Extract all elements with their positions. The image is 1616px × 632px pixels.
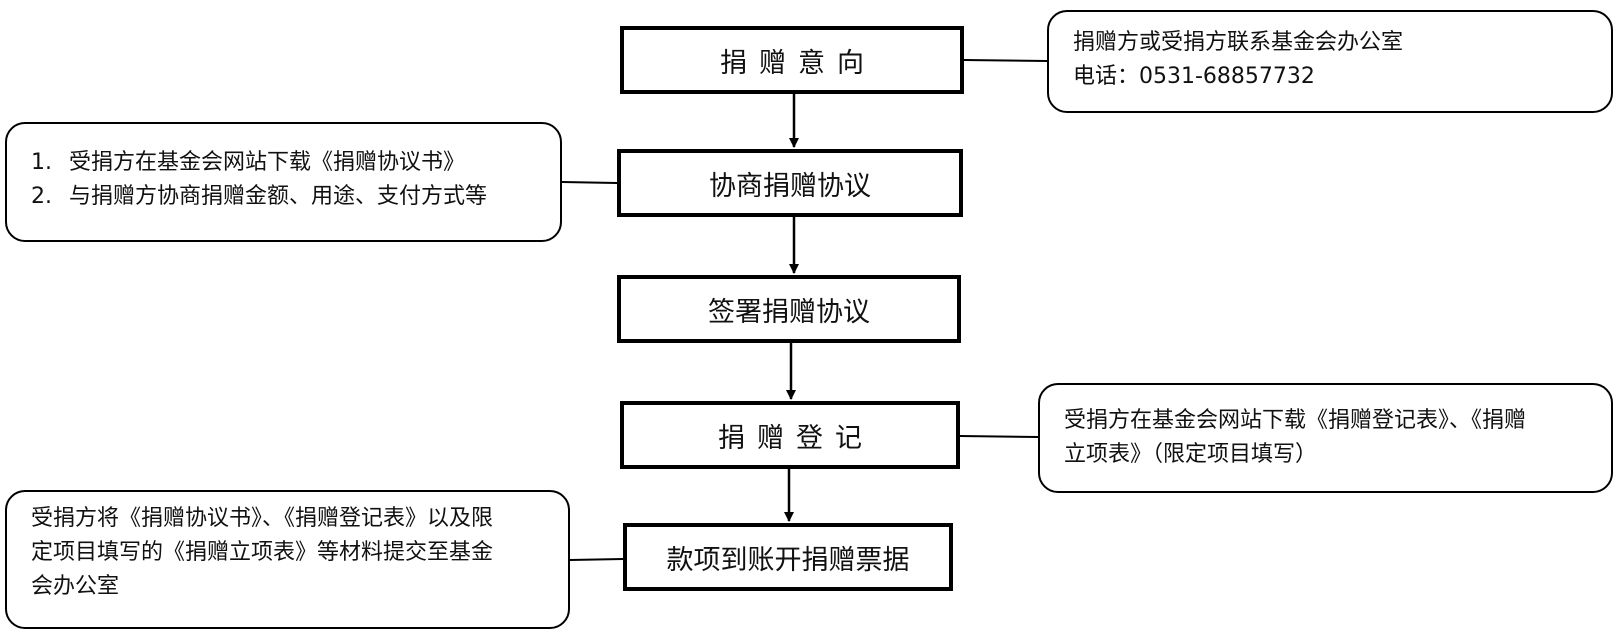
list-number: 1. [31,150,52,175]
negotiation-note: 1. 受捐方在基金会网站下载《捐赠协议书》 2. 与捐赠方协商捐赠金额、用途、支付方… [5,122,562,242]
step-label: 捐赠登记 [718,422,874,454]
list-text: 受捐方在基金会网站下载《捐赠协议书》 [69,150,466,175]
connector-step4-to-registration-note [959,435,1039,438]
step-label: 捐赠意向 [720,47,876,79]
note-line: 会办公室 [31,574,120,599]
step-donation-registration: 捐赠登记 [620,401,960,469]
note-line: 受捐方将《捐赠协议书》、《捐赠登记表》以及限 [31,506,494,531]
step-label: 签署捐赠协议 [708,296,870,328]
list-number: 2. [31,184,52,209]
note-line: 捐赠方或受捐方联系基金会办公室 [1073,30,1404,55]
step-sign-agreement: 签署捐赠协议 [617,275,961,343]
phone-line: 电话：0531-68857732 [1073,64,1315,89]
step-funds-receipt: 款项到账开捐赠票据 [623,523,953,591]
connector-submission-note-to-step5 [569,558,624,561]
step-label: 协商捐赠协议 [709,170,871,202]
list-text: 与捐赠方协商捐赠金额、用途、支付方式等 [69,184,488,209]
note-line: 立项表》（限定项目填写） [1064,442,1318,467]
submission-note: 受捐方将《捐赠协议书》、《捐赠登记表》以及限 定项目填写的《捐赠立项表》等材料提… [5,490,570,629]
note-line: 受捐方在基金会网站下载《捐赠登记表》、《捐赠 [1064,408,1527,433]
note-list-item: 1. 受捐方在基金会网站下载《捐赠协议书》 [31,146,560,180]
connector-step1-to-contact-note [963,59,1048,62]
note-line: 定项目填写的《捐赠立项表》等材料提交至基金 [31,540,494,565]
registration-note: 受捐方在基金会网站下载《捐赠登记表》、《捐赠 立项表》（限定项目填写） [1038,383,1613,493]
note-list-item: 2. 与捐赠方协商捐赠金额、用途、支付方式等 [31,180,560,214]
step-donation-intent: 捐赠意向 [620,26,964,94]
contact-note: 捐赠方或受捐方联系基金会办公室 电话：0531-68857732 [1047,10,1613,113]
step-label: 款项到账开捐赠票据 [666,544,910,576]
connector-negotiation-note-to-step2 [561,181,618,184]
step-negotiate-agreement: 协商捐赠协议 [617,149,963,217]
